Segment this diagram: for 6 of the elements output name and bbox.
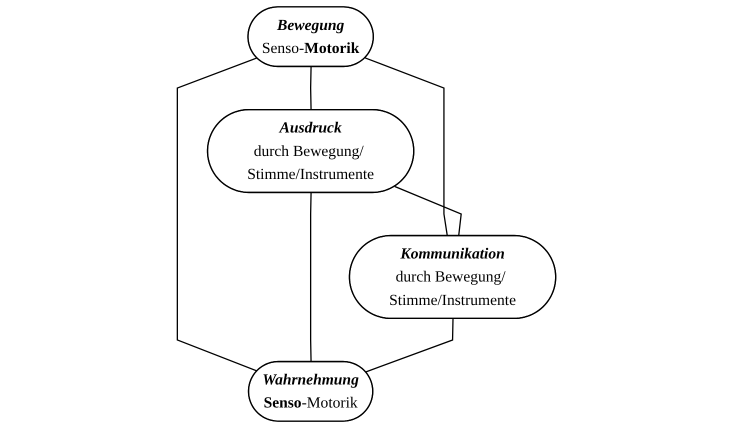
connector <box>310 192 312 362</box>
connector <box>364 57 448 236</box>
connector <box>365 318 454 373</box>
connector <box>394 186 462 236</box>
connector <box>176 57 258 372</box>
connector <box>310 66 312 110</box>
